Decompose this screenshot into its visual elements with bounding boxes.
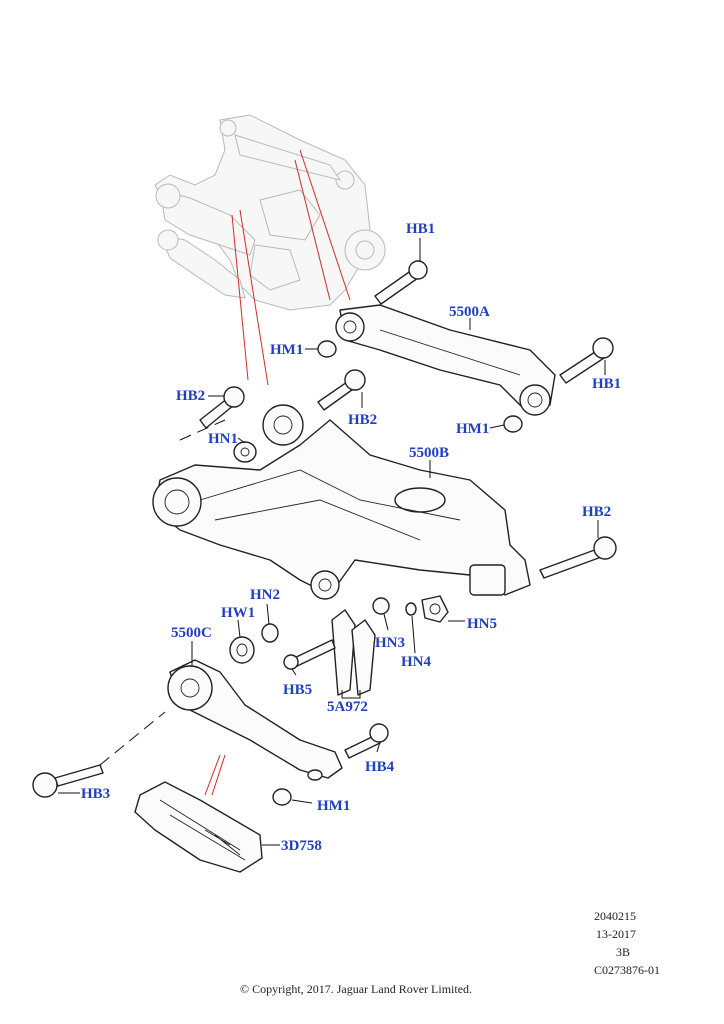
upper-arm-5500a (335, 304, 556, 416)
label-hn5: HN5 (467, 616, 497, 632)
overview-assembly-illustration (154, 114, 386, 311)
bolt-hb2-mid (317, 369, 366, 411)
label-hm1-mid: HM1 (456, 421, 489, 437)
label-hb2-right: HB2 (582, 504, 611, 520)
links-5a972 (283, 609, 376, 696)
lower-link-5500c (167, 659, 343, 781)
label-5500c: 5500C (171, 625, 212, 641)
bolt-hb1-right (559, 337, 614, 384)
drawing-date: 13-2017 (596, 927, 636, 941)
label-hm1-top: HM1 (270, 342, 303, 358)
drawing-code: 2040215 (594, 909, 636, 923)
mount-hn5 (421, 595, 449, 623)
bolt-hb3 (32, 764, 104, 798)
nut-hm1-mid (503, 415, 523, 433)
nut-hn1 (233, 441, 257, 463)
nut-hm1-bottom (272, 788, 292, 806)
nut-hn2 (261, 623, 279, 643)
label-hb5: HB5 (283, 682, 312, 698)
part-labels: HB1 5500A HM1 HB1 HM1 HB2 HB2 HN1 5500B … (81, 221, 621, 854)
label-hn1: HN1 (208, 431, 238, 447)
label-hw1: HW1 (221, 605, 255, 621)
hb3-axis-line (99, 711, 166, 766)
bolt-hb1-top (374, 260, 428, 305)
washer-hw1 (229, 636, 255, 664)
bolt-hb2-right (539, 536, 617, 579)
label-hb3: HB3 (81, 786, 110, 802)
label-hb4: HB4 (365, 759, 395, 775)
callout-lines (204, 149, 351, 796)
label-hm1-bottom: HM1 (317, 798, 350, 814)
drawing-reference: C0273876-01 (594, 963, 660, 977)
label-hn2: HN2 (250, 587, 280, 603)
copyright-notice: © Copyright, 2017. Jaguar Land Rover Lim… (240, 982, 472, 996)
label-hb1-right: HB1 (592, 376, 621, 392)
nut-hn4 (405, 602, 417, 616)
shield-3d758 (134, 781, 263, 873)
drawing-metadata: 2040215 13-2017 3B C0273876-01 (594, 909, 660, 977)
label-hn4: HN4 (401, 654, 432, 670)
label-3d758: 3D758 (281, 838, 322, 854)
label-5a972: 5A972 (327, 699, 368, 715)
assembly-axis-line (179, 419, 226, 441)
leader-lines (58, 238, 606, 846)
lower-control-arm-5500b (152, 404, 531, 600)
label-5500b: 5500B (409, 445, 449, 461)
nut-hn3 (372, 597, 390, 615)
label-hb1-top: HB1 (406, 221, 435, 237)
bolt-hb2-left (199, 386, 245, 429)
label-5500a: 5500A (449, 304, 490, 320)
label-hn3: HN3 (375, 635, 405, 651)
nut-hm1-top (317, 340, 337, 358)
drawing-revision: 3B (616, 945, 630, 959)
label-hb2-mid: HB2 (348, 412, 377, 428)
label-hb2-left: HB2 (176, 388, 205, 404)
bolt-hb4 (344, 723, 389, 759)
